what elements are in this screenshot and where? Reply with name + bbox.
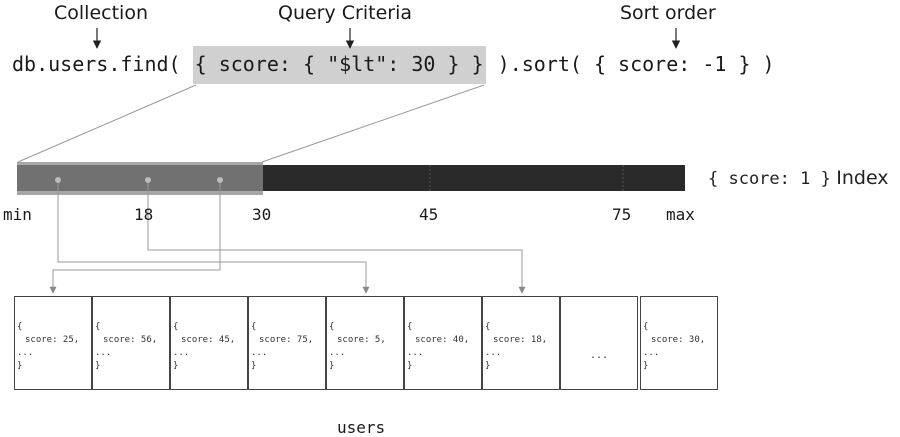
tick-max: max (666, 205, 695, 224)
tick-min: min (3, 205, 32, 224)
tick-45: 45 (419, 205, 439, 224)
document-card: { score: 25, ... } (14, 296, 92, 390)
query-sort: ).sort( { score: -1 } ) (485, 52, 775, 76)
pointer-5 (57, 183, 370, 294)
query-criteria-label: Query Criteria (278, 2, 413, 24)
index-entry-18 (145, 177, 151, 183)
collection-name: users (337, 418, 386, 437)
sort-order-label: Sort order (620, 2, 716, 24)
document-card-ellipsis: ... (560, 296, 638, 390)
document-card: { score: 45, ... } (170, 296, 248, 390)
document-card: { score: 30, ... } (640, 296, 718, 390)
collection-label: Collection (54, 2, 148, 24)
query-prefix: db.users.find( (12, 52, 193, 76)
document-card: { score: 40, ... } (404, 296, 482, 390)
query-expression: db.users.find( { score: { "$lt": 30 } } … (12, 46, 775, 84)
tick-75: 75 (612, 205, 632, 224)
index-entry-5 (55, 177, 61, 183)
tick-30: 30 (252, 205, 272, 224)
document-card: { score: 75, ... } (248, 296, 326, 390)
document-card: { score: 56, ... } (92, 296, 170, 390)
pointer-25 (49, 183, 221, 294)
tick-18: 18 (134, 205, 154, 224)
pointer-18 (147, 183, 526, 294)
document-card: { score: 5, ... } (326, 296, 404, 390)
projection-line-right (261, 84, 485, 163)
index-range-highlight (17, 162, 263, 195)
index-entry-25 (217, 177, 223, 183)
query-criteria: { score: { "$lt": 30 } } (192, 46, 486, 84)
index-word: Index (836, 167, 889, 189)
document-card: { score: 18, ... } (482, 296, 560, 390)
index-label: { score: 1 } Index (708, 167, 889, 189)
index-spec: { score: 1 } (708, 169, 831, 189)
projection-line-left (17, 84, 197, 163)
